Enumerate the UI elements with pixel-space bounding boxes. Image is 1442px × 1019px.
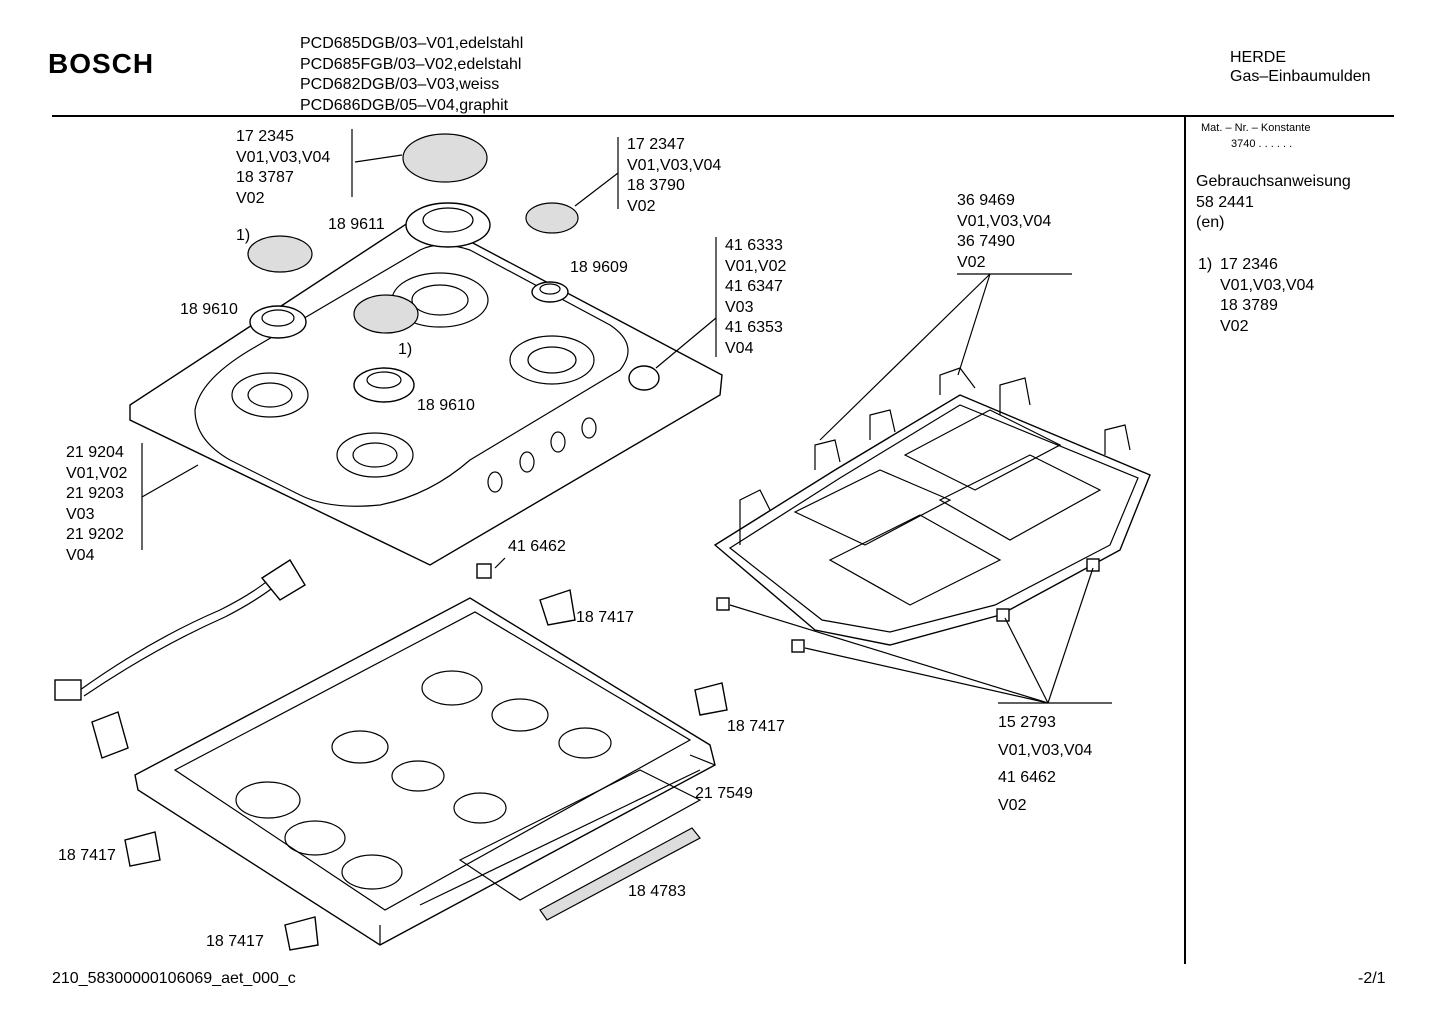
part-number: 41 6462 — [998, 769, 1056, 786]
category-line: HERDE — [1230, 49, 1287, 66]
label-burner-big: 18 9611 — [328, 216, 385, 233]
variant: V04 — [66, 546, 95, 564]
footnote-line: V02 — [1220, 317, 1249, 335]
clip-18-7417-right — [694, 682, 728, 716]
burner-18-9609 — [531, 281, 569, 303]
model-list: PCD685DGB/03–V01,edelstahl PCD685FGB/03–… — [300, 34, 523, 116]
small-part-41-6462 — [476, 563, 492, 579]
category-line: Gas–Einbaumulden — [1230, 68, 1371, 85]
model-line: PCD682DGB/03–V03,weiss — [300, 76, 500, 93]
part-number: 18 3787 — [236, 169, 294, 187]
label-strip: 18 4783 — [628, 883, 686, 900]
part-number: 18 3790 — [627, 177, 685, 195]
part-number: 41 6347 — [725, 278, 783, 296]
label-footnote-a: 1) — [236, 227, 251, 244]
footnote-line: V01,V03,V04 — [1220, 276, 1315, 294]
part-number: 17 2345 — [236, 128, 294, 145]
variant: V02 — [998, 796, 1027, 814]
label-clip-b: 18 7417 — [727, 718, 785, 735]
part-number: 36 7490 — [957, 233, 1015, 251]
label-burner-left: 18 9610 — [180, 301, 238, 318]
variant: V01,V03,V04 — [957, 212, 1052, 230]
mat-nr-value: 3740 . . . . . . — [1231, 138, 1293, 150]
label-burner-front: 18 9610 — [417, 397, 475, 414]
label-clip-d: 18 7417 — [206, 933, 264, 950]
label-cap-large: 17 2345 V01,V03,V04 18 3787 V02 — [236, 127, 330, 209]
header-divider — [52, 115, 1394, 117]
part-number: 15 2793 — [998, 714, 1056, 731]
pan-support-grate — [713, 367, 1151, 646]
manual-number: 58 2441 — [1196, 193, 1254, 211]
grate-foot — [716, 597, 730, 611]
mat-nr-label: Mat. – Nr. – Konstante — [1201, 122, 1311, 134]
strip-18-4783 — [539, 827, 701, 921]
part-number: 41 6353 — [725, 319, 783, 337]
grate-foot — [996, 608, 1010, 622]
product-category: HERDE Gas–Einbaumulden — [1230, 48, 1371, 86]
variant: V02 — [957, 253, 986, 271]
part-number: 36 9469 — [957, 192, 1015, 209]
variant: V01,V03,V04 — [627, 156, 722, 174]
variant: V01,V02 — [725, 257, 787, 275]
manual-info: Gebrauchsanweisung 58 2441 (en) — [1196, 172, 1351, 234]
footnote-marker: 1) — [1198, 256, 1213, 273]
label-grate: 36 9469 V01,V03,V04 36 7490 V02 — [957, 191, 1051, 273]
label-rail: 21 7549 — [695, 785, 753, 802]
part-number: 21 9202 — [66, 526, 124, 544]
clip-18-7417-bottom — [284, 916, 319, 951]
sidebar-divider — [1184, 116, 1186, 964]
label-feet: 15 2793 V01,V03,V04 41 6462 V02 — [998, 709, 1092, 819]
burner-18-9610-front — [353, 367, 415, 403]
manual-language: (en) — [1196, 214, 1225, 231]
cap-right — [525, 202, 579, 234]
variant: V03 — [66, 505, 95, 523]
part-number: 17 2347 — [627, 136, 685, 153]
manual-title: Gebrauchsanweisung — [1196, 173, 1351, 190]
grate-foot — [1086, 558, 1100, 572]
power-cable — [54, 559, 306, 701]
page-number: -2/1 — [1358, 970, 1386, 987]
label-clip-a: 18 7417 — [576, 609, 634, 626]
cap-large — [402, 133, 488, 183]
knob — [628, 365, 660, 391]
cap-front — [353, 294, 419, 334]
label-knob: 41 6333 V01,V02 41 6347 V03 41 6353 V04 — [725, 236, 786, 360]
document-id: 210_58300000106069_aet_000_c — [52, 970, 296, 987]
variant: V01,V02 — [66, 464, 128, 482]
leader-lines — [141, 129, 1112, 704]
clip-18-7417-left — [124, 831, 161, 867]
part-number: 41 6333 — [725, 237, 783, 254]
ignition-unit — [91, 711, 129, 759]
hob-plate — [129, 214, 723, 566]
model-line: PCD685DGB/03–V01,edelstahl — [300, 35, 524, 52]
cap-left — [247, 235, 313, 273]
label-burner-right: 18 9609 — [570, 259, 628, 276]
footnote-line: 17 2346 — [1220, 256, 1278, 273]
base-tray — [134, 597, 716, 946]
variant: V03 — [725, 298, 754, 316]
label-clip-c: 18 7417 — [58, 847, 116, 864]
variant: V04 — [725, 339, 754, 357]
label-cap-right: 17 2347 V01,V03,V04 18 3790 V02 — [627, 135, 721, 217]
model-line: PCD685FGB/03–V02,edelstahl — [300, 55, 522, 73]
footnote-parts: 17 2346 V01,V03,V04 18 3789 V02 — [1220, 255, 1314, 337]
part-number: 21 9204 — [66, 444, 124, 461]
variant: V02 — [627, 197, 656, 215]
model-line: PCD686DGB/05–V04,graphit — [300, 96, 509, 114]
part-number: 21 9203 — [66, 485, 124, 503]
burner-18-9611 — [405, 202, 491, 248]
label-footnote-b: 1) — [398, 341, 413, 358]
footnote-line: 18 3789 — [1220, 297, 1278, 314]
variant: V02 — [236, 189, 265, 207]
burner-18-9610-left — [249, 305, 307, 339]
label-small-part: 41 6462 — [508, 538, 566, 555]
clip-18-7417-top — [539, 589, 576, 626]
grate-foot — [791, 639, 805, 653]
label-hob-plate: 21 9204 V01,V02 21 9203 V03 21 9202 V04 — [66, 443, 127, 567]
variant: V01,V03,V04 — [998, 741, 1093, 759]
variant: V01,V03,V04 — [236, 148, 331, 166]
brand-logo: BOSCH — [48, 48, 155, 79]
